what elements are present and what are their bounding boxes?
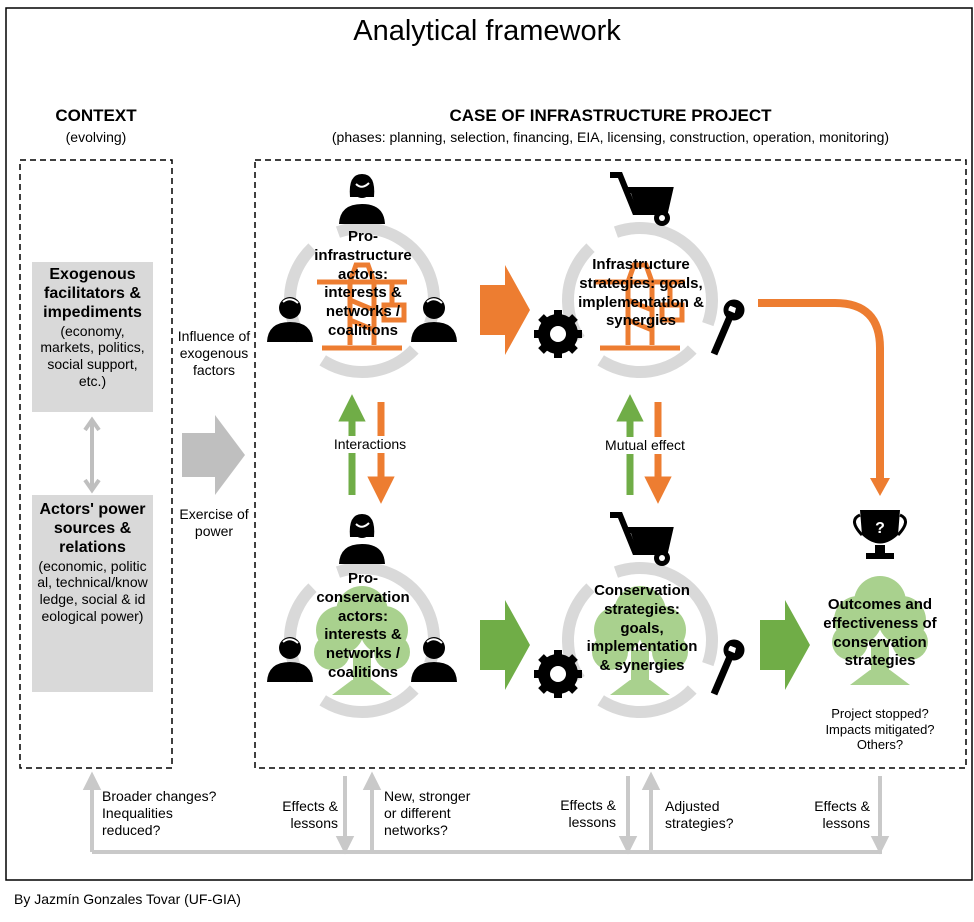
exogenous-box: Exogenous facilitators & impediments (ec… [32, 262, 153, 412]
curved-arrow [758, 299, 884, 480]
outcome-questions: Project stopped? Impacts mitigated? Othe… [800, 706, 960, 753]
context-box [19, 159, 173, 769]
curved-arrowhead [870, 478, 890, 496]
infra-actors-label: Pro-infrastructure actors: interests & n… [314, 228, 412, 339]
question-others: Others? [856, 737, 904, 753]
case-heading: CASE OF INFRASTRUCTURE PROJECT [449, 106, 772, 125]
context-double-arrow [83, 416, 101, 494]
effects-label-1: Effects &lessons [282, 798, 338, 831]
green-arrow-outcome [760, 600, 810, 690]
mutual-effect-label: Mutual effect [590, 437, 700, 454]
influence-label: Influence of exogenous factors [177, 328, 251, 378]
exogenous-title: Exogenous facilitators & impediments [43, 266, 142, 322]
question-mitigated: Impacts mitigated? [825, 721, 935, 737]
exogenous-arrow [182, 415, 245, 495]
outcomes-label: Outcomes and effectiveness of conservati… [823, 596, 937, 670]
cons-actors-label: Pro-conservation actors: interests & net… [316, 570, 410, 681]
svg-text:?: ? [875, 520, 885, 537]
case-subheading: (phases: planning, selection, financing,… [331, 129, 890, 145]
up-arrow-green [338, 394, 366, 495]
credit: By Jazmín Gonzales Tovar (UF-GIA) [14, 891, 241, 907]
context-subheading: (evolving) [65, 129, 127, 145]
power-box: Actors' power sources & relations (econo… [32, 495, 153, 692]
question-stopped: Project stopped? [831, 706, 929, 721]
outer-frame [5, 7, 973, 881]
exogenous-detail: (economy, markets, politics, social supp… [40, 322, 145, 389]
interactions-label: Interactions [315, 436, 425, 453]
feedback-arrows [82, 771, 890, 855]
case-box [254, 159, 967, 769]
effects-label-3: Effects &lessons [814, 798, 870, 831]
infra-strategies-label: Infrastructure strategies: goals, implem… [578, 256, 704, 330]
power-detail: (economic, political, technical/knowledg… [37, 557, 148, 624]
orange-arrow [480, 265, 530, 355]
up-arrow-green-2 [616, 394, 644, 495]
effects-label-2: Effects &lessons [560, 797, 616, 830]
cons-strategies-label: Conservation strategies: goals, implemen… [586, 582, 698, 674]
exercise-label: Exercise of power [179, 506, 249, 539]
trophy-icon: ? [853, 510, 907, 559]
context-heading: CONTEXT [55, 106, 137, 125]
page-title: Analytical framework [353, 15, 621, 47]
green-arrow [480, 600, 530, 690]
power-title: Actors' power sources & relations [39, 501, 146, 557]
